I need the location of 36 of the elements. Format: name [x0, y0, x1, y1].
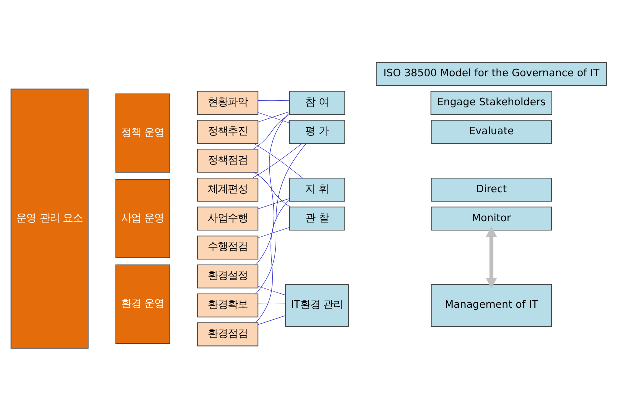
node-box: 환경확보 — [197, 294, 259, 318]
node-box: 지 휘 — [289, 178, 346, 202]
node-box: ISO 38500 Model for the Governance of IT — [376, 62, 608, 86]
node-box: 사업 운영 — [116, 179, 170, 258]
node-box: 정책점검 — [197, 149, 259, 173]
node-box: Engage Stakeholders — [430, 91, 552, 116]
node-box: 현황파악 — [197, 91, 259, 116]
node-box: 운영 관리 요소 — [10, 88, 89, 349]
connector — [253, 114, 290, 150]
node-box: 환경점검 — [197, 322, 259, 347]
connector — [258, 303, 286, 304]
connector — [254, 172, 291, 208]
connector — [258, 100, 290, 102]
node-box: 참 여 — [289, 91, 346, 116]
node-box: 정책 운영 — [116, 94, 170, 173]
node-box: IT환경 관리 — [285, 284, 350, 327]
node-box: Direct — [431, 178, 552, 202]
connector — [256, 143, 307, 294]
connector — [258, 228, 290, 238]
node-box: 환경설정 — [197, 264, 259, 289]
node-box: 수행점검 — [197, 236, 259, 260]
node-box: Management of IT — [431, 284, 552, 327]
arrow — [486, 226, 498, 289]
node-box: 체계편성 — [197, 178, 259, 202]
connector — [258, 198, 290, 210]
node-box: Monitor — [431, 206, 552, 231]
connector — [256, 200, 290, 324]
node-box: 관 찰 — [289, 206, 346, 231]
connector — [256, 113, 290, 266]
node-box: 사업수행 — [197, 206, 259, 231]
connector — [258, 286, 286, 296]
node-box: 평 가 — [289, 120, 346, 144]
node-box: 정책추진 — [197, 120, 259, 144]
node-box: 환경 운영 — [116, 264, 170, 344]
node-box: Evaluate — [431, 120, 552, 144]
connector — [258, 316, 286, 326]
